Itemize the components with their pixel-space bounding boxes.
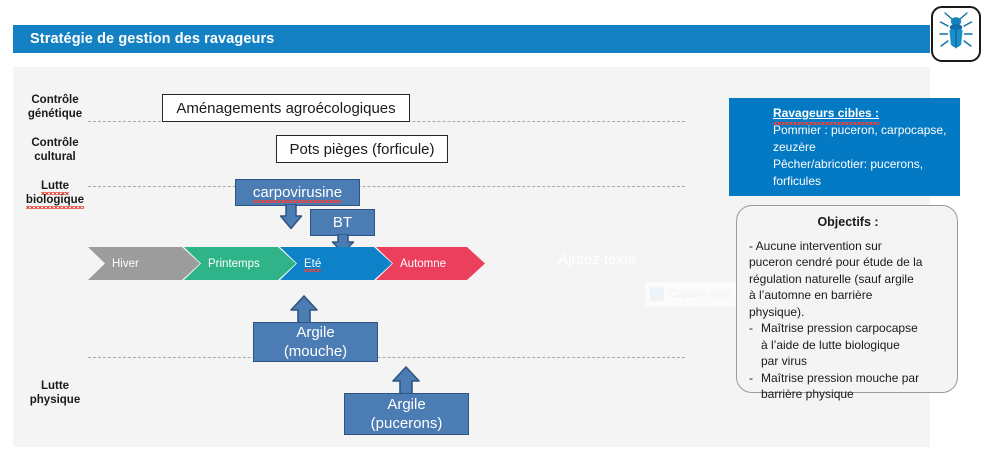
bullet-line: par virus xyxy=(761,354,808,368)
bullet-line: à l’aide de lutte biologique xyxy=(761,337,900,352)
row-label-lutte-physique: Lutte physique xyxy=(0,379,110,407)
bullet-dash: - xyxy=(749,321,753,335)
row-label-controle-cultural: Contrôle cultural xyxy=(0,136,110,164)
objectives-paragraph-line: à l’automne en barrière xyxy=(749,288,873,302)
box-label: Aménagements agroécologiques xyxy=(176,99,396,117)
objectives-box: Objectifs : - Aucune intervention sur pu… xyxy=(736,205,958,401)
info-panel-ravageurs-cibles: Ravageurs cibles : Pommier : puceron, ca… xyxy=(729,98,960,196)
info-panel-line: Pommier : puceron, carpocapse, xyxy=(773,123,947,137)
row-label-line1: Lutte xyxy=(40,180,70,195)
objectives-bullet: - Maîtrise pression carpocapse à l’aide … xyxy=(749,320,947,370)
box-label: Pots pièges (forficule) xyxy=(289,140,435,158)
objectives-paragraph-line: physique). xyxy=(749,304,805,319)
beetle-icon xyxy=(939,11,973,58)
row-label-line2: biologique xyxy=(25,194,85,209)
bullet-text: Maîtrise pression mouche par barrière ph… xyxy=(761,370,947,403)
logo-badge xyxy=(931,6,981,62)
season-label: Automne xyxy=(400,257,447,270)
box-label-line1: Argile xyxy=(387,396,426,413)
box-label-line1: Argile xyxy=(296,324,335,341)
box-pots-pieges[interactable]: Pots pièges (forficule) xyxy=(276,135,448,163)
bullet-line: Maîtrise pression mouche par xyxy=(761,370,920,385)
page-title: Stratégie de gestion des ravageurs xyxy=(30,31,275,47)
box-label-line2: (pucerons) xyxy=(370,415,443,432)
box-label-line2: (mouche) xyxy=(283,343,348,360)
bullet-line: barrière physique xyxy=(761,387,854,401)
season-label: Printemps xyxy=(208,257,260,270)
season-chevron-hiver[interactable]: Hiver xyxy=(88,247,200,280)
season-chevron-ete[interactable]: Eté xyxy=(280,247,392,280)
box-label: carpovirusine xyxy=(252,184,343,203)
objectives-title: Objectifs : xyxy=(817,215,879,229)
row-label-line1: Contrôle xyxy=(31,137,79,149)
info-panel-line: Pêcher/abricotier: pucerons, xyxy=(773,157,924,171)
objectives-paragraph-line: puceron cendré pour étude de la xyxy=(749,255,923,269)
row-label-line1: Lutte xyxy=(40,380,70,392)
row-label-line2: génétique xyxy=(27,108,83,120)
capture-icon xyxy=(650,287,664,301)
arrow-carpovirusine-down xyxy=(278,203,304,230)
season-label: Eté xyxy=(304,257,322,272)
box-argile-mouche[interactable]: Argile (mouche) xyxy=(253,322,378,362)
objectives-paragraph-line: régulation naturelle (sauf argile xyxy=(749,271,914,286)
box-argile-pucerons[interactable]: Argile (pucerons) xyxy=(344,393,469,435)
box-carpovirusine[interactable]: carpovirusine xyxy=(235,179,360,206)
objectives-bullet: - Maîtrise pression mouche par barrière … xyxy=(749,370,947,403)
season-timeline: Hiver Printemps Eté Automne xyxy=(88,247,485,280)
row-label-controle-genetique: Contrôle génétique xyxy=(0,93,110,121)
box-bt[interactable]: BT xyxy=(310,209,375,236)
info-panel-line: forficules xyxy=(773,174,822,188)
separator-biologique xyxy=(88,357,685,358)
slide-title-bar: Stratégie de gestion des ravageurs xyxy=(13,25,930,53)
season-label: Hiver xyxy=(112,257,139,270)
row-label-line2: cultural xyxy=(34,151,76,163)
season-chevron-automne[interactable]: Automne xyxy=(376,247,485,280)
ghost-toolbar-label: Capture texte xyxy=(669,288,733,300)
bullet-dash: - xyxy=(749,370,753,385)
info-panel-line: zeuzère xyxy=(773,140,816,154)
row-label-lutte-biologique: Lutte biologique xyxy=(0,179,110,209)
objectives-paragraph-line: - Aucune intervention sur xyxy=(749,238,882,253)
bullet-line: Maîtrise pression carpocapse xyxy=(761,321,918,335)
row-label-line1: Contrôle xyxy=(31,94,79,106)
box-amenagements-agroecologiques[interactable]: Aménagements agroécologiques xyxy=(162,94,410,122)
watermark-text: Ajutez texte xyxy=(558,251,637,268)
bullet-text: Maîtrise pression carpocapse à l’aide de… xyxy=(761,320,947,370)
separator-cultural xyxy=(88,186,685,187)
box-label: BT xyxy=(332,214,353,231)
row-label-line2: physique xyxy=(29,394,81,406)
season-chevron-printemps[interactable]: Printemps xyxy=(184,247,296,280)
info-panel-heading: Ravageurs cibles : xyxy=(773,106,880,125)
